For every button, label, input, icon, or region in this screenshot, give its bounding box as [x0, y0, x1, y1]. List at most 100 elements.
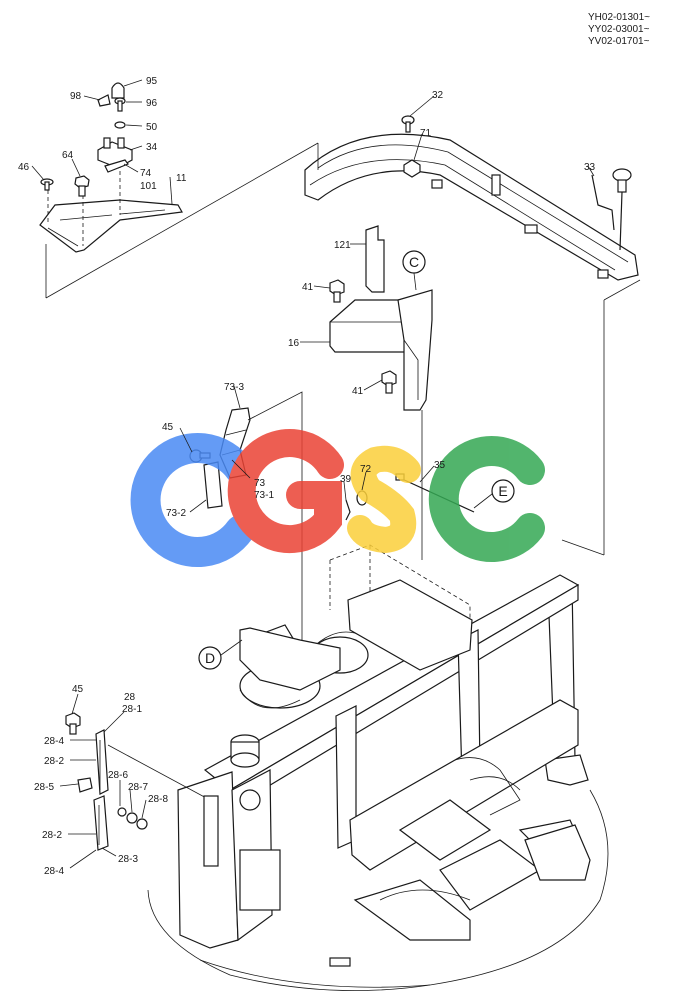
nut-71	[403, 159, 421, 178]
callout-73-3: 73-3	[224, 382, 244, 393]
callout-28-4-lower: 28-4	[44, 866, 64, 877]
callout-28-4-upper: 28-4	[44, 736, 64, 747]
plate-121	[365, 225, 385, 293]
callout-95: 95	[146, 76, 158, 87]
callout-101: 101	[140, 181, 157, 192]
watermark	[130, 429, 545, 567]
base-slot	[329, 957, 351, 967]
rail-tab-4	[597, 269, 609, 279]
explode-line-73	[247, 391, 303, 640]
bolt-39	[345, 499, 351, 521]
callout-28-2-upper: 28-2	[44, 756, 64, 767]
knob-95	[111, 82, 125, 99]
serial-number-block: YH02-01301~ YY02-03001~ YV02-01701~	[588, 12, 650, 47]
watermark-letter-c2	[428, 436, 545, 562]
rail-tab-2	[491, 174, 501, 196]
callout-45-upper: 45	[162, 422, 174, 433]
mount-plate-28	[203, 795, 219, 867]
rail-tab-1	[431, 179, 443, 189]
watermark-letter-s	[347, 445, 421, 554]
serial-number-1: YH02-01301~	[588, 12, 650, 23]
callout-72: 72	[360, 464, 372, 475]
bolt-41-lower	[381, 370, 397, 394]
top-left-bracket-assembly	[39, 82, 183, 253]
clip-74	[104, 159, 129, 173]
callout-39: 39	[340, 474, 352, 485]
left-frame-panel	[239, 849, 281, 911]
callout-73: 73	[254, 478, 266, 489]
serial-number-2: YY02-03001~	[588, 24, 650, 35]
detail-marker-c: C	[402, 250, 426, 291]
main-frame	[147, 544, 609, 991]
callout-96: 96	[146, 98, 158, 109]
detail-marker-e-label: E	[498, 483, 507, 499]
callout-28-2-lower: 28-2	[42, 830, 62, 841]
serial-number-3: YV02-01701~	[588, 36, 650, 47]
bracket-plate-11	[39, 199, 183, 253]
callout-45-lower: 45	[72, 684, 84, 695]
callout-28-1: 28-1	[122, 704, 142, 715]
detail-marker-d-label: D	[205, 650, 215, 666]
callout-28-6: 28-6	[108, 770, 128, 781]
leader-lines	[31, 79, 595, 869]
washer-28-7	[126, 812, 138, 824]
bolt-45-lower	[65, 712, 81, 735]
lower-support-1	[398, 799, 492, 861]
callout-32: 32	[432, 90, 444, 101]
callout-28-8: 28-8	[148, 794, 168, 805]
cap-98	[97, 94, 111, 107]
callout-71: 71	[420, 128, 432, 139]
bracket-tray-side	[397, 289, 433, 411]
top-right-rail	[304, 115, 639, 281]
handle-knob	[612, 168, 632, 251]
detail-marker-e: E	[473, 479, 515, 509]
callout-16: 16	[288, 338, 300, 349]
callout-28-5: 28-5	[34, 782, 54, 793]
left-frame-hole	[239, 789, 261, 811]
watermark-letter-g	[227, 429, 344, 554]
callout-121: 121	[334, 240, 351, 251]
bolt-41-upper	[329, 279, 345, 303]
callout-41-upper: 41	[302, 282, 314, 293]
callout-33: 33	[584, 162, 596, 173]
detail-marker-d: D	[198, 639, 243, 670]
washer-28-6	[117, 807, 127, 817]
center-upper-assembly	[329, 225, 433, 411]
bracket-28-assembly	[65, 712, 148, 851]
detail-marker-c-label: C	[409, 254, 419, 270]
callout-28-7: 28-7	[128, 782, 148, 793]
bolt-64	[74, 175, 90, 197]
bracket-28-upper	[95, 729, 109, 795]
callout-50: 50	[146, 122, 158, 133]
callout-labels: 95 98 96 50 34 46 64 74 101 11 32 71 33 …	[18, 76, 596, 877]
callout-46: 46	[18, 162, 30, 173]
callout-28: 28	[124, 692, 136, 703]
clip-28-5	[77, 777, 93, 793]
screw-96	[114, 97, 126, 112]
washer-50	[114, 121, 126, 129]
callout-74: 74	[140, 168, 152, 179]
bolt-46	[40, 178, 54, 191]
bolt-32	[401, 115, 415, 133]
right-block	[524, 824, 591, 881]
callout-64: 64	[62, 150, 74, 161]
callout-73-1: 73-1	[254, 490, 274, 501]
panel-d	[239, 627, 341, 691]
base-rail-1	[353, 879, 471, 941]
rail-tab-3	[524, 224, 538, 234]
callout-98: 98	[70, 91, 82, 102]
nut-28-8	[136, 818, 148, 830]
callout-28-3: 28-3	[118, 854, 138, 865]
explode-guide-right	[561, 539, 605, 556]
callout-73-2: 73-2	[166, 508, 186, 519]
upper-block	[347, 579, 473, 671]
watermark-letter-c1	[130, 433, 255, 567]
bracket-28-lower	[93, 795, 109, 851]
pin-33	[591, 174, 615, 231]
right-foot	[544, 754, 589, 786]
callout-35: 35	[434, 460, 446, 471]
callout-34: 34	[146, 142, 158, 153]
callout-41-lower: 41	[352, 386, 364, 397]
callout-11: 11	[176, 173, 187, 184]
